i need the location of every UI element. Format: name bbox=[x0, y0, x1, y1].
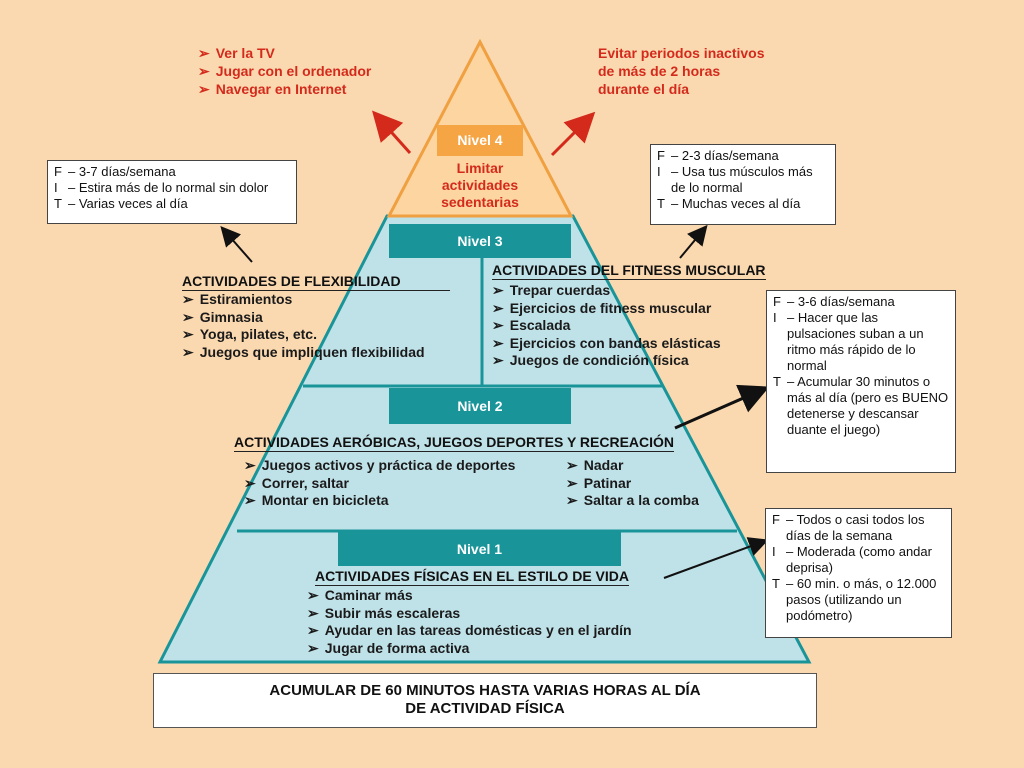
arrow-musc bbox=[679, 224, 708, 259]
list-item: Ejercicios de fitness muscular bbox=[492, 300, 721, 318]
arrow-flex bbox=[220, 225, 253, 263]
list-item: Nadar bbox=[566, 457, 699, 475]
muscular-fitness-list: Trepar cuerdas Ejercicios de fitness mus… bbox=[492, 282, 721, 370]
list-item: Montar en bicicleta bbox=[244, 492, 515, 510]
level4-text: Limitar actividades sedentarias bbox=[441, 160, 519, 210]
lifestyle-fit-box: F– Todos o casi todos los días de la sem… bbox=[765, 508, 952, 638]
list-item: Caminar más bbox=[307, 587, 632, 605]
level4-label-bg bbox=[437, 125, 523, 156]
list-item: Juegos de condición física bbox=[492, 352, 721, 370]
list-item: Gimnasia bbox=[182, 309, 425, 327]
list-item: Trepar cuerdas bbox=[492, 282, 721, 300]
lifestyle-title: ACTIVIDADES FÍSICAS EN EL ESTILO DE VIDA bbox=[315, 568, 630, 586]
flexibility-list: Estiramientos Gimnasia Yoga, pilates, et… bbox=[182, 291, 425, 361]
list-item: Juegos que impliquen flexibilidad bbox=[182, 344, 425, 362]
level4-label: Nivel 4 bbox=[457, 132, 503, 148]
list-item: Jugar de forma activa bbox=[307, 640, 632, 658]
sedentary-example: Jugar con el ordenador bbox=[198, 62, 372, 80]
list-item: Juegos activos y práctica de deportes bbox=[244, 457, 516, 475]
level2-label: Nivel 2 bbox=[389, 388, 571, 424]
flexibility-title: ACTIVIDADES DE FLEXIBILIDAD bbox=[182, 273, 450, 291]
level3-label: Nivel 3 bbox=[389, 224, 571, 258]
aerobic-list-right: Nadar Patinar Saltar a la comba bbox=[566, 457, 699, 510]
muscular-fit-box: F– 2-3 días/semana I– Usa tus músculos m… bbox=[650, 144, 836, 225]
arrow-life bbox=[663, 537, 769, 579]
arrow-aero bbox=[674, 384, 770, 430]
avoid-inactivity-note: Evitar periodos inactivos de más de 2 ho… bbox=[598, 45, 765, 97]
list-item: Subir más escaleras bbox=[307, 605, 632, 623]
list-item: Estiramientos bbox=[182, 291, 425, 309]
lifestyle-list: Caminar más Subir más escaleras Ayudar e… bbox=[307, 587, 632, 657]
list-item: Ayudar en las tareas domésticas y en el … bbox=[307, 622, 632, 640]
list-item: Correr, saltar bbox=[244, 475, 515, 493]
sedentary-example: Navegar en Internet bbox=[198, 80, 371, 98]
list-item: Ejercicios con bandas elásticas bbox=[492, 335, 721, 353]
list-item: Saltar a la comba bbox=[566, 492, 699, 510]
sedentary-examples-list: Ver la TV Jugar con el ordenador Navegar… bbox=[198, 44, 372, 98]
footer-line: ACUMULAR DE 60 MINUTOS HASTA VARIAS HORA… bbox=[269, 682, 701, 699]
list-item: Escalada bbox=[492, 317, 721, 335]
list-item: Patinar bbox=[566, 475, 699, 493]
footer-line: DE ACTIVIDAD FÍSICA bbox=[405, 700, 565, 717]
footer-box: ACUMULAR DE 60 MINUTOS HASTA VARIAS HORA… bbox=[153, 673, 817, 728]
level1-label: Nivel 1 bbox=[338, 532, 621, 566]
red-arrow-left bbox=[371, 110, 412, 155]
sedentary-example: Ver la TV bbox=[198, 44, 371, 62]
muscular-fitness-title: ACTIVIDADES DEL FITNESS MUSCULAR bbox=[492, 262, 766, 280]
aerobic-title: ACTIVIDADES AERÓBICAS, JUEGOS DEPORTES Y… bbox=[234, 434, 675, 452]
list-item: Yoga, pilates, etc. bbox=[182, 326, 425, 344]
red-arrow-right bbox=[550, 111, 596, 157]
aerobic-fit-box: F– 3-6 días/semana I– Hacer que las puls… bbox=[766, 290, 956, 473]
aerobic-list-left: Juegos activos y práctica de deportes Co… bbox=[244, 457, 516, 510]
flexibility-fit-box: F– 3-7 días/semana I– Estira más de lo n… bbox=[47, 160, 297, 224]
